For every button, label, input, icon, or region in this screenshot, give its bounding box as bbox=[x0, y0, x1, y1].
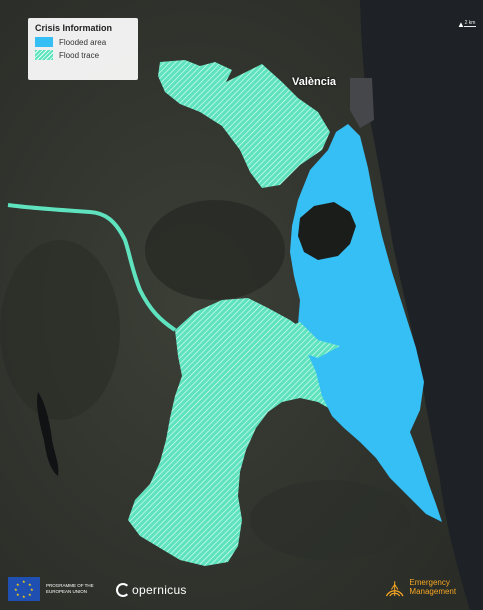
map-legend: Crisis Information Flooded area Flood tr… bbox=[28, 18, 138, 80]
river-flood-trace bbox=[7, 203, 177, 332]
copernicus-label: opernicus bbox=[132, 583, 187, 597]
scale-bar: 2 km bbox=[464, 20, 476, 27]
legend-title: Crisis Information bbox=[35, 23, 113, 33]
albufera-lagoon bbox=[298, 202, 356, 260]
eu-logo-block: ★ ★ ★ ★ ★ ★ ★ ★ PROGRAMME OF THE EUROPEA… bbox=[8, 577, 106, 601]
ems-arc-icon bbox=[385, 581, 404, 597]
legend-item-trace: Flood trace bbox=[35, 50, 131, 60]
legend-item-flooded: Flooded area bbox=[35, 37, 131, 47]
eu-flag-icon: ★ ★ ★ ★ ★ ★ ★ ★ bbox=[8, 577, 40, 601]
mountain-area-west bbox=[0, 240, 120, 420]
legend-label: Flooded area bbox=[59, 37, 107, 47]
hills-south bbox=[250, 480, 410, 560]
copernicus-c-icon bbox=[116, 583, 130, 597]
north-arrow-icon: ▲ bbox=[457, 20, 465, 29]
copernicus-logo: opernicus bbox=[116, 583, 187, 597]
flood-trace-fringe bbox=[280, 322, 340, 358]
port-area bbox=[350, 78, 374, 128]
sea bbox=[360, 0, 483, 610]
ems-label: Emergency Management bbox=[409, 578, 457, 596]
emergency-management-logo: Emergency Management bbox=[384, 574, 483, 600]
flooded-area-swatch bbox=[35, 37, 53, 47]
legend-label: Flood trace bbox=[59, 50, 100, 60]
city-label: València bbox=[292, 76, 337, 88]
reservoir bbox=[37, 392, 59, 476]
mountain-area bbox=[145, 200, 285, 300]
flood-trace-swatch bbox=[35, 50, 53, 60]
flood-trace-north bbox=[158, 60, 330, 188]
eu-program-text: PROGRAMME OF THE EUROPEAN UNION bbox=[46, 583, 94, 594]
